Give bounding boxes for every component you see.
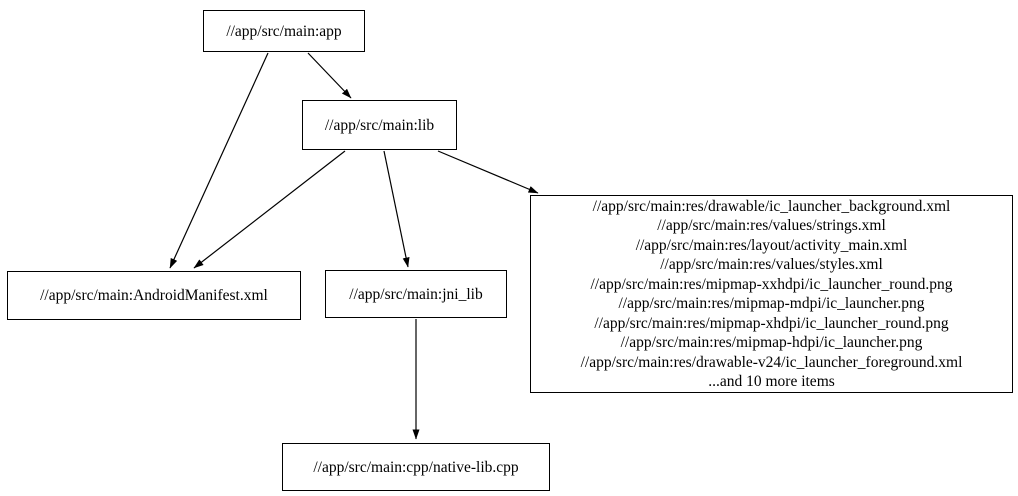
resource-item: //app/src/main:res/values/styles.xml: [660, 256, 883, 273]
resource-item: //app/src/main:res/values/strings.xml: [657, 217, 886, 234]
node-resources-group: //app/src/main:res/drawable/ic_launcher_…: [530, 195, 1013, 393]
node-jni-lib: //app/src/main:jni_lib: [325, 270, 507, 318]
resource-item: //app/src/main:res/mipmap-mdpi/ic_launch…: [618, 295, 925, 312]
node-android-manifest: //app/src/main:AndroidManifest.xml: [7, 271, 301, 320]
resource-item: //app/src/main:res/layout/activity_main.…: [635, 236, 908, 254]
resource-item: //app/src/main:res/drawable-v24/ic_launc…: [580, 353, 963, 371]
node-app-label: //app/src/main:app: [226, 22, 342, 40]
node-android-manifest-label: //app/src/main:AndroidManifest.xml: [40, 287, 268, 304]
edge-lib-to-android-manifest: [193, 150, 346, 269]
resource-more-items: ...and 10 more items: [708, 373, 835, 390]
edge-lib-to-resources: [437, 150, 539, 194]
edge-app-to-android-manifest: [169, 52, 269, 269]
resource-item: //app/src/main:res/mipmap-xxhdpi/ic_laun…: [590, 275, 953, 293]
node-lib-target: //app/src/main:lib: [302, 100, 457, 150]
node-jni-lib-label: //app/src/main:jni_lib: [349, 285, 483, 303]
resource-item: //app/src/main:res/drawable/ic_launcher_…: [592, 197, 951, 215]
edge-app-to-lib: [307, 52, 352, 99]
node-lib-label: //app/src/main:lib: [324, 116, 435, 134]
node-native-lib-cpp-label: //app/src/main:cpp/native-lib.cpp: [313, 458, 519, 476]
node-native-lib-cpp: //app/src/main:cpp/native-lib.cpp: [282, 443, 550, 491]
resource-item: //app/src/main:res/mipmap-xhdpi/ic_launc…: [594, 314, 949, 332]
edge-lib-to-jni-lib: [383, 150, 410, 268]
node-app-target: //app/src/main:app: [203, 10, 365, 52]
resource-item: //app/src/main:res/mipmap-hdpi/ic_launch…: [620, 334, 923, 351]
